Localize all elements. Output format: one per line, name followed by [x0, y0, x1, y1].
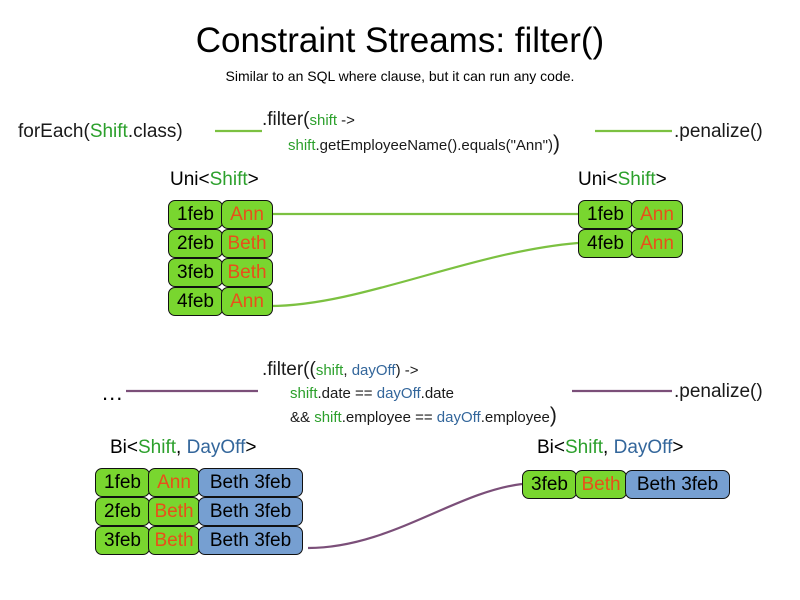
bi-input-type-label: Bi<Shift, DayOff>: [110, 436, 256, 459]
wire-uni-4feb: [269, 241, 579, 308]
bi-filter-l2-mid: .date ==: [317, 385, 377, 402]
cell-employee: Ann: [221, 287, 273, 316]
bi-filter-l3-var1: shift: [314, 409, 342, 426]
uni-filter-expression: .filter(shift -> shift.getEmployeeName()…: [262, 108, 560, 156]
bi-filter-param1: shift: [315, 362, 344, 379]
foreach-prefix: forEach(: [18, 121, 90, 142]
bi-output-type-prefix: Bi<: [537, 437, 565, 458]
cell-dayoff: Beth 3feb: [198, 468, 303, 497]
uni-filter-var: shift: [288, 137, 316, 154]
cell-date: 2feb: [95, 497, 150, 526]
cell-employee: Ann: [221, 200, 273, 229]
bi-filter-line2: shift.date == dayOff.date: [290, 384, 557, 404]
cell-employee: Beth: [148, 526, 200, 555]
foreach-expression: forEach(Shift.class): [18, 120, 183, 144]
uni-output-type-prefix: Uni<: [578, 169, 618, 190]
cell-date: 4feb: [168, 287, 223, 316]
bi-filter-arrow: ) ->: [395, 362, 419, 379]
bi-filter-line1: .filter((shift, dayOff) ->: [262, 358, 557, 382]
uni-output-type-label: Uni<Shift>: [578, 168, 667, 191]
page-subtitle: Similar to an SQL where clause, but it c…: [225, 68, 575, 84]
bi-filter-param2: dayOff: [351, 362, 396, 379]
cell-employee: Beth: [148, 497, 200, 526]
uni-input-type-label: Uni<Shift>: [170, 168, 259, 191]
cell-employee: Beth: [575, 470, 627, 499]
bi-output-type-shift: Shift: [565, 437, 604, 458]
bi-output-type-dayoff: DayOff: [613, 437, 673, 458]
cell-dayoff: Beth 3feb: [198, 497, 303, 526]
cell-date: 3feb: [168, 258, 223, 287]
uni-filter-line1: .filter(shift ->: [262, 108, 560, 132]
uni-filter-close-paren: ): [552, 132, 560, 155]
cell-date: 4feb: [578, 229, 633, 258]
cell-employee: Ann: [631, 229, 683, 258]
bi-filter-l3-end: .employee: [480, 409, 550, 426]
uni-filter-line2: shift.getEmployeeName().equals("Ann")): [288, 132, 560, 156]
foreach-type: Shift: [89, 121, 128, 142]
uni-output-type-suffix: >: [655, 169, 667, 190]
uni-output-type-shift: Shift: [617, 169, 656, 190]
bi-filter-l3-mid: .employee ==: [341, 409, 437, 426]
bi-input-type-dayoff: DayOff: [186, 437, 246, 458]
bi-output-type-comma: ,: [603, 437, 614, 458]
uni-filter-prefix: .filter(: [262, 109, 310, 130]
bi-filter-l3-var2: dayOff: [436, 409, 481, 426]
cell-dayoff: Beth 3feb: [198, 526, 303, 555]
cell-dayoff: Beth 3feb: [625, 470, 730, 499]
bi-filter-l2-var2: dayOff: [376, 385, 421, 402]
bi-output-type-suffix: >: [672, 437, 684, 458]
page-title: Constraint Streams: filter(): [195, 21, 605, 60]
cell-date: 3feb: [522, 470, 577, 499]
cell-employee: Beth: [221, 229, 273, 258]
cell-date: 1feb: [168, 200, 223, 229]
cell-date: 2feb: [168, 229, 223, 258]
bi-input-type-shift: Shift: [138, 437, 177, 458]
bi-penalize-label: .penalize(): [674, 381, 763, 402]
uni-input-type-shift: Shift: [209, 169, 248, 190]
bi-output-type-label: Bi<Shift, DayOff>: [537, 436, 683, 459]
bi-filter-line3: && shift.employee == dayOff.employee): [290, 404, 557, 428]
uni-filter-arrow: ->: [337, 112, 355, 129]
cell-date: 1feb: [95, 468, 150, 497]
cell-employee: Beth: [221, 258, 273, 287]
uni-filter-body: .getEmployeeName().equals("Ann"): [315, 137, 553, 154]
bi-filter-l2-end: .date: [420, 385, 455, 402]
uni-penalize-label: .penalize(): [674, 121, 763, 142]
bi-filter-expression: .filter((shift, dayOff) -> shift.date ==…: [262, 358, 557, 428]
uni-filter-param: shift: [309, 112, 338, 129]
bi-input-type-suffix: >: [245, 437, 257, 458]
wire-bi-3feb: [307, 482, 523, 550]
bi-source-ellipsis: ...: [102, 380, 124, 405]
uni-input-type-prefix: Uni<: [170, 169, 210, 190]
bi-filter-l2-var1: shift: [290, 385, 318, 402]
bi-filter-l3-and: &&: [290, 409, 315, 426]
cell-employee: Ann: [631, 200, 683, 229]
cell-date: 3feb: [95, 526, 150, 555]
bi-filter-close-paren: ): [549, 404, 557, 427]
uni-input-type-suffix: >: [247, 169, 259, 190]
bi-input-type-prefix: Bi<: [110, 437, 138, 458]
bi-input-type-comma: ,: [176, 437, 187, 458]
bi-filter-prefix: .filter((: [262, 359, 316, 380]
bi-filter-comma: ,: [343, 362, 352, 379]
cell-date: 1feb: [578, 200, 633, 229]
cell-employee: Ann: [148, 468, 200, 497]
foreach-suffix: .class): [127, 121, 183, 142]
